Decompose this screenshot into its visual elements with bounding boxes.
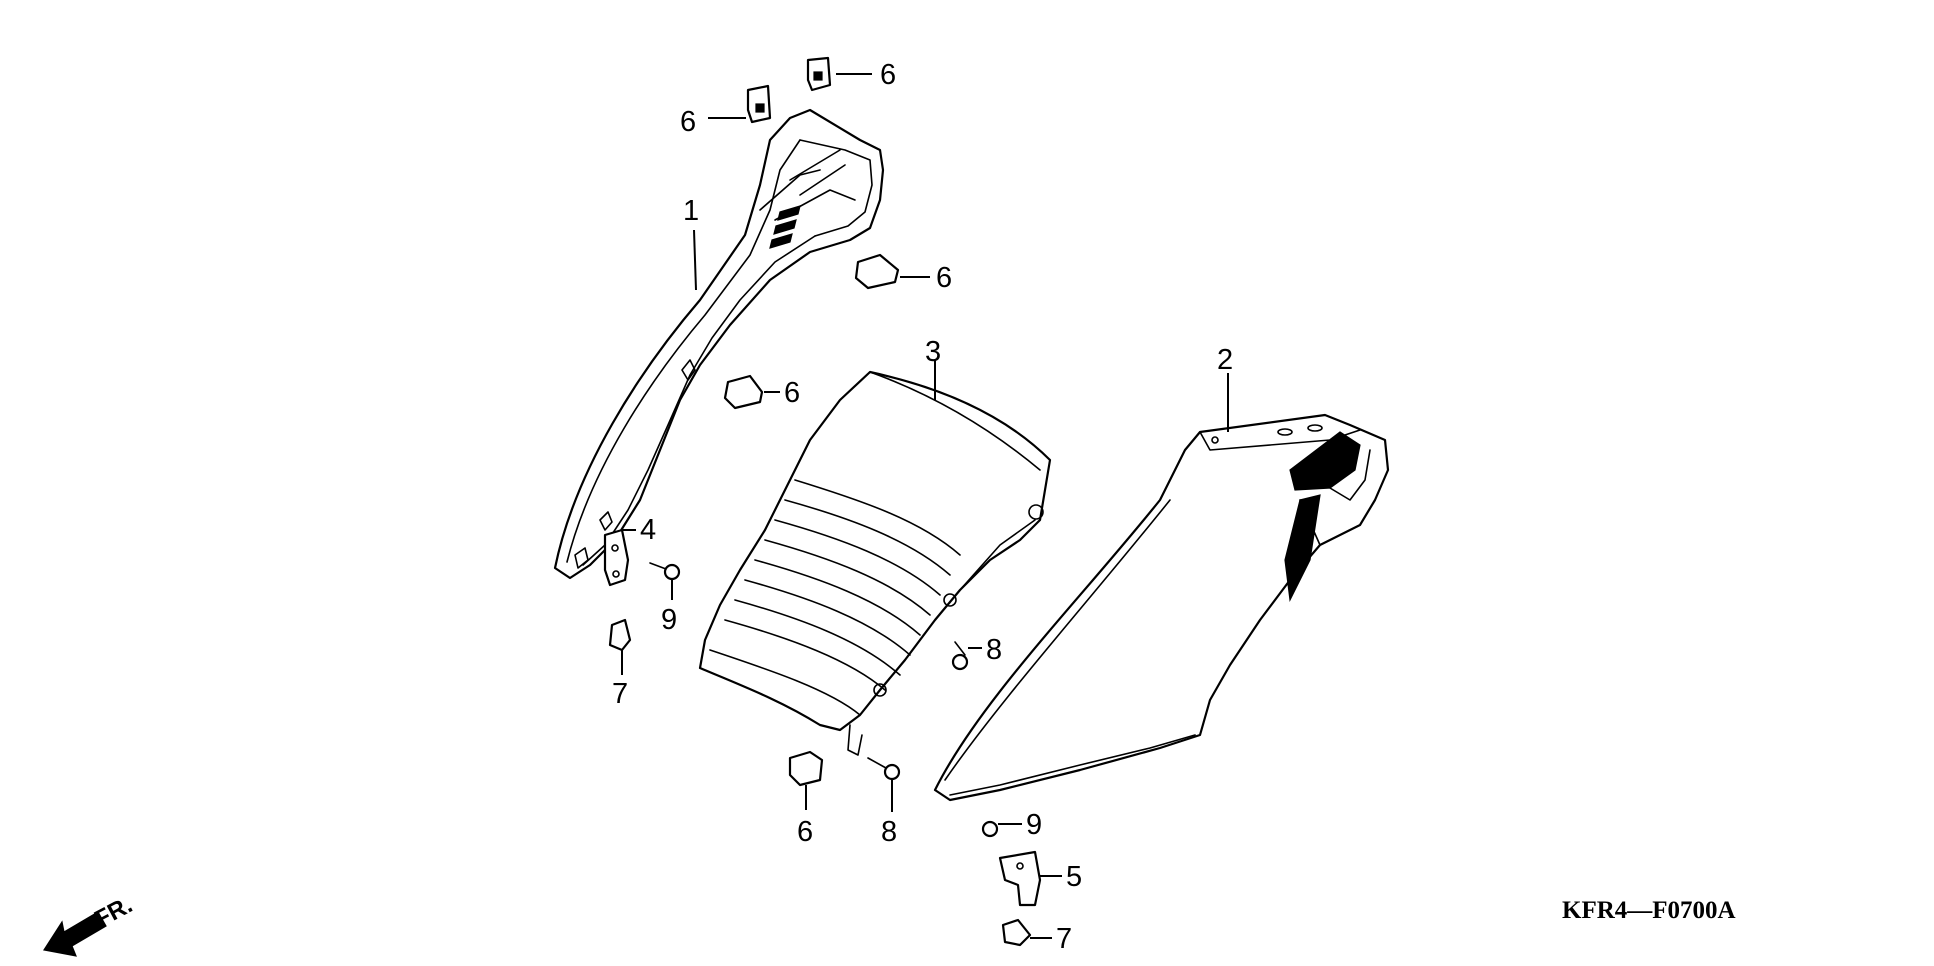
front-arrow-icon	[43, 911, 107, 957]
part-3-grille	[698, 370, 1052, 756]
callout-8-lower: 8	[881, 816, 897, 848]
callout-7-left: 7	[612, 678, 628, 710]
leader-lines	[621, 73, 1229, 939]
callout-4: 4	[640, 514, 656, 546]
callout-9-right: 9	[1026, 809, 1042, 841]
callout-8-middle: 8	[986, 634, 1002, 666]
clip-6-top	[806, 56, 832, 92]
callout-3: 3	[925, 336, 941, 368]
clip-6-middle	[723, 374, 764, 410]
callout-5: 5	[1066, 861, 1082, 893]
screw-8-middle	[951, 641, 969, 671]
front-direction-indicator: FR.	[43, 891, 137, 957]
clip-7-bottom	[1001, 918, 1032, 947]
screw-9-right	[981, 820, 999, 838]
screw-8-lower	[867, 757, 901, 781]
clip-6-right	[854, 253, 900, 290]
callout-6-upper-left: 6	[680, 106, 696, 138]
callout-6-top: 6	[880, 59, 896, 91]
callout-2: 2	[1217, 344, 1233, 376]
bracket-4	[603, 528, 630, 587]
bracket-5	[998, 850, 1042, 907]
diagram-code: KFR4—F0700A	[1562, 897, 1736, 924]
screw-9-left	[649, 562, 681, 581]
callout-9-left: 9	[661, 604, 677, 636]
callout-6-right: 6	[936, 262, 952, 294]
part-1-inner-cover	[553, 108, 885, 580]
clip-6-upper-left	[746, 84, 772, 124]
callout-6-bottom: 6	[797, 816, 813, 848]
part-2-side-cover	[933, 413, 1390, 802]
clip-7-left	[608, 618, 632, 652]
callout-6-middle: 6	[784, 377, 800, 409]
clip-6-bottom	[788, 750, 824, 787]
callout-1: 1	[683, 195, 699, 227]
callout-7-bottom: 7	[1056, 923, 1072, 955]
